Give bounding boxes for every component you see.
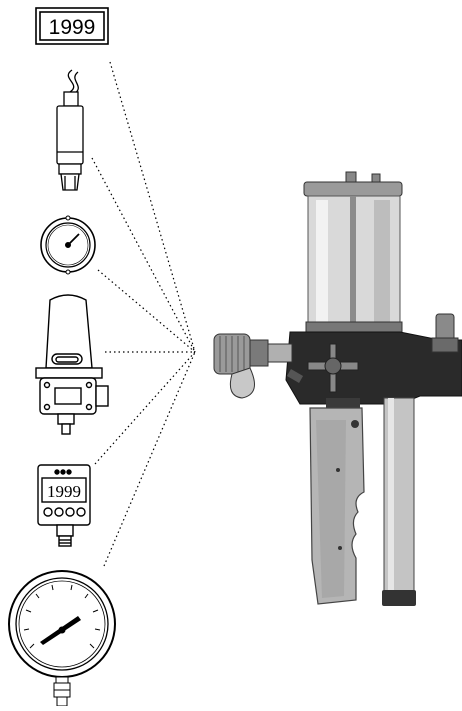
connector-line-display: [109, 61, 196, 353]
digital-display-icon: 1999: [35, 7, 109, 45]
digital-gauge-reading: 1999: [47, 482, 81, 501]
connector-line-transducer: [91, 157, 196, 353]
digital-gauge-icon: 1999: [37, 464, 91, 547]
pressure-transducer-icon: [56, 69, 84, 191]
connector-line-large-gauge: [103, 351, 196, 567]
pressure-switch-icon: [35, 294, 109, 435]
small-gauge-icon: [40, 215, 96, 275]
connector-lines: [91, 61, 196, 567]
large-gauge-icon: [8, 570, 116, 707]
connector-line-small-gauge: [97, 269, 196, 353]
digital-display-reading: 1999: [49, 16, 96, 39]
connector-line-digital-gauge: [94, 351, 196, 465]
hand-pump-icon: [213, 171, 462, 606]
